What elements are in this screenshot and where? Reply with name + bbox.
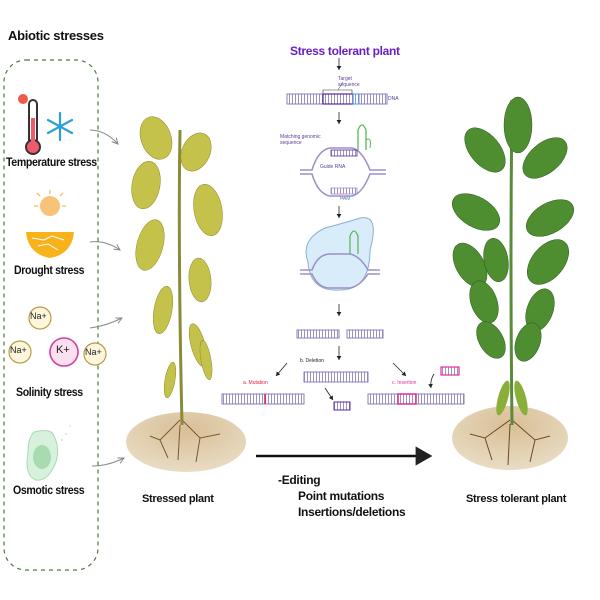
diagram-title: Abiotic stresses bbox=[8, 28, 104, 43]
mutation-strand bbox=[221, 393, 305, 405]
editing-item-indels: Insertions/deletions bbox=[298, 505, 406, 519]
matching-sequence-label: Matching genomic sequence bbox=[280, 134, 321, 146]
pam-label: PAM bbox=[340, 196, 351, 202]
tolerant-plant-illustration bbox=[452, 96, 574, 470]
stressed-plant-label: Stressed plant bbox=[142, 493, 214, 505]
ion-na-3 bbox=[83, 342, 107, 366]
osmotic-stress-label: Osmotic stress bbox=[13, 485, 85, 497]
dna-label: DNA bbox=[388, 96, 399, 102]
crispr-heading: Stress tolerant plant bbox=[290, 44, 400, 58]
stress-group-border bbox=[3, 59, 99, 571]
editing-item-point-mutations: Point mutations bbox=[298, 489, 385, 503]
crispr-diagram bbox=[221, 58, 465, 411]
thermometer-icon bbox=[18, 94, 41, 155]
shrinking-cell-icon bbox=[26, 425, 71, 481]
ion-na-1 bbox=[28, 306, 52, 330]
temperature-stress-label: Temperature stress bbox=[6, 157, 97, 169]
ion-na-label-3: Na+ bbox=[85, 347, 102, 357]
sun-icon bbox=[34, 190, 66, 216]
arrow-salinity bbox=[89, 318, 122, 329]
tolerant-plant-label: Stress tolerant plant bbox=[466, 493, 567, 505]
ion-k-label: K+ bbox=[56, 344, 70, 356]
ion-na-label-2: Na+ bbox=[10, 345, 27, 355]
guide-rna-label: Guide RNA bbox=[320, 164, 346, 170]
insertion-label: c. Insertion bbox=[392, 380, 417, 386]
arrow-osmotic bbox=[91, 458, 124, 467]
dna-strand bbox=[286, 93, 388, 105]
drought-stress-label: Drought stress bbox=[14, 265, 85, 277]
ion-k bbox=[49, 337, 79, 367]
stressed-plant-illustration bbox=[126, 116, 246, 472]
arrow-temp bbox=[89, 129, 118, 144]
snowflake-icon bbox=[46, 111, 74, 142]
mutation-label: a. Mutation bbox=[243, 380, 268, 386]
deletion-label: b. Deletion bbox=[300, 358, 324, 364]
salinity-stress-label: Solinity stress bbox=[16, 387, 83, 399]
editing-heading: -Editing bbox=[278, 473, 321, 487]
ion-na-label-1: Na+ bbox=[30, 311, 47, 321]
arrow-drought bbox=[89, 241, 120, 250]
deletion-strand bbox=[303, 371, 369, 383]
target-sequence-label: Target sequence bbox=[338, 76, 360, 88]
ion-na-2 bbox=[8, 340, 32, 364]
